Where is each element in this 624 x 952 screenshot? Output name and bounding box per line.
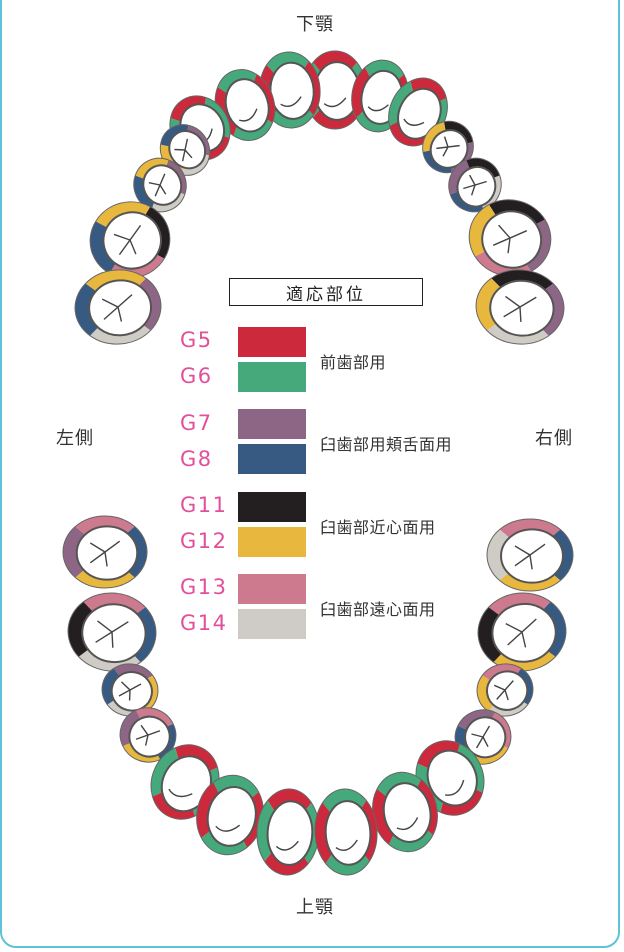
legend-swatch-g8 [238, 444, 306, 474]
tooth-upper-10 [448, 157, 502, 213]
tooth-upper-12 [468, 199, 552, 277]
tooth-upper-9 [133, 157, 187, 213]
tooth-upper-13 [74, 269, 162, 345]
legend-swatch-g6 [238, 362, 306, 392]
legend-swatch-g14 [238, 609, 306, 639]
group-label-mesial: 臼歯部近心面用 [320, 518, 436, 537]
legend-code-g13: G13 [180, 575, 228, 599]
tooth-lower-12 [372, 771, 438, 853]
legend-code-g12: G12 [180, 529, 228, 553]
lower-jaw-label: 下顎 [296, 14, 334, 35]
tooth-upper-7 [159, 124, 211, 176]
tooth-upper-8 [422, 120, 474, 174]
tooth-lower-1 [62, 515, 148, 589]
tooth-lower-5 [101, 663, 159, 717]
legend-swatch-g11 [238, 492, 306, 522]
tooth-lower-14 [314, 788, 378, 876]
left-side-label: 左側 [56, 428, 94, 449]
legend-code-g7: G7 [180, 411, 213, 435]
legend-swatch-g5 [238, 327, 306, 357]
tooth-lower-10 [415, 740, 485, 816]
tooth-lower-8 [454, 709, 512, 765]
legend-code-g11: G11 [180, 493, 228, 517]
teeth-layer [62, 50, 574, 876]
tooth-lower-7 [119, 707, 177, 763]
legend-code-g6: G6 [180, 364, 213, 388]
legend-title: 適応部位 [229, 278, 423, 306]
tooth-upper-4 [214, 69, 276, 141]
tooth-lower-13 [256, 788, 320, 876]
tooth-lower-9 [150, 744, 220, 820]
legend-code-g8: G8 [180, 447, 213, 471]
tooth-lower-6 [476, 663, 534, 717]
legend-swatch-g7 [238, 409, 306, 439]
tooth-upper-14 [475, 269, 565, 345]
group-label-buccal-lingual: 臼歯部用頬舌面用 [320, 435, 453, 454]
legend-code-g5: G5 [180, 328, 213, 352]
legend-code-g14: G14 [180, 611, 228, 635]
legend-swatch-g12 [238, 527, 306, 557]
tooth-lower-3 [67, 592, 157, 672]
tooth-upper-5 [388, 77, 448, 147]
right-side-label: 右側 [535, 428, 573, 449]
tooth-upper-11 [89, 201, 171, 279]
group-label-anterior: 前歯部用 [320, 353, 387, 372]
group-label-distal: 臼歯部遠心面用 [320, 600, 436, 619]
tooth-lower-4 [477, 592, 567, 672]
upper-jaw-label: 上顎 [296, 897, 334, 918]
legend-swatch-g13 [238, 574, 306, 604]
tooth-lower-2 [486, 518, 574, 592]
